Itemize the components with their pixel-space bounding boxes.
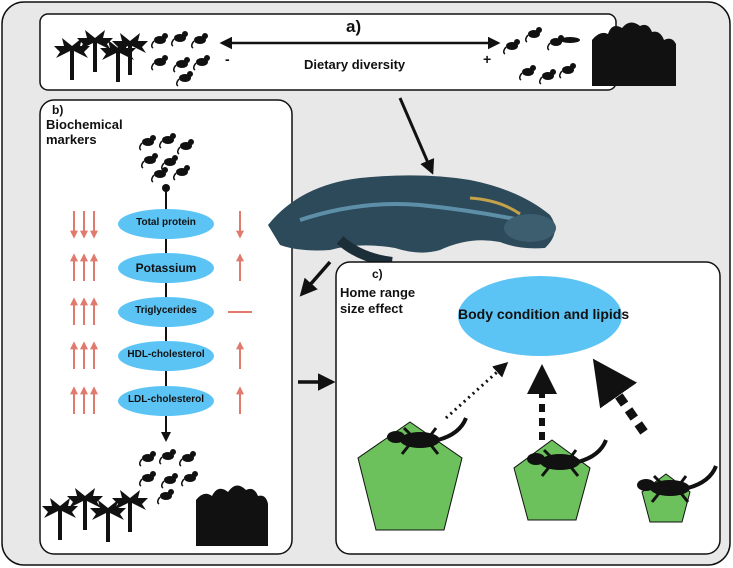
forest-right-silhouette (592, 22, 676, 87)
panel-c-title-line2: size effect (340, 301, 403, 316)
arrow-a-to-lizard (398, 97, 435, 175)
panel-b-title-line1: Biochemical (46, 117, 123, 132)
monitor-lizard-image (268, 175, 556, 267)
marker-oval (118, 253, 214, 283)
marker-label: Potassium (135, 261, 197, 275)
home-range-large (357, 421, 463, 531)
marker-label: Total protein (136, 217, 196, 228)
marker-label: HDL-cholesterol (127, 349, 205, 360)
body-condition-oval (458, 276, 622, 356)
marker-oval (118, 209, 214, 239)
marker-oval (118, 297, 214, 327)
prey-group-many (502, 26, 580, 85)
marker-oval (118, 386, 214, 416)
panel-b-label: b) (52, 103, 64, 117)
effect-arrow-weak (444, 361, 509, 420)
marker-ovals (118, 209, 214, 416)
panel-a-label: a) (346, 17, 362, 36)
marker-label: LDL-cholesterol (127, 394, 205, 405)
minus-sign: - (225, 51, 230, 67)
panel-b-title-line2: markers (46, 132, 97, 147)
forest-bottom-right (196, 485, 268, 546)
plus-sign: + (483, 51, 492, 67)
panel-c-label: c) (372, 267, 383, 281)
marker-oval (118, 341, 214, 371)
panel-c-title-line1: Home range (340, 285, 416, 300)
body-condition-label: Body condition and lipids (458, 306, 630, 322)
arrow-lizard-to-b (299, 260, 332, 297)
marker-label: Triglycerides (135, 305, 197, 316)
marker-trend-arrows (70, 211, 252, 414)
dietary-diversity-label: Dietary diversity (304, 57, 406, 72)
effect-arrow-strong (592, 358, 648, 435)
